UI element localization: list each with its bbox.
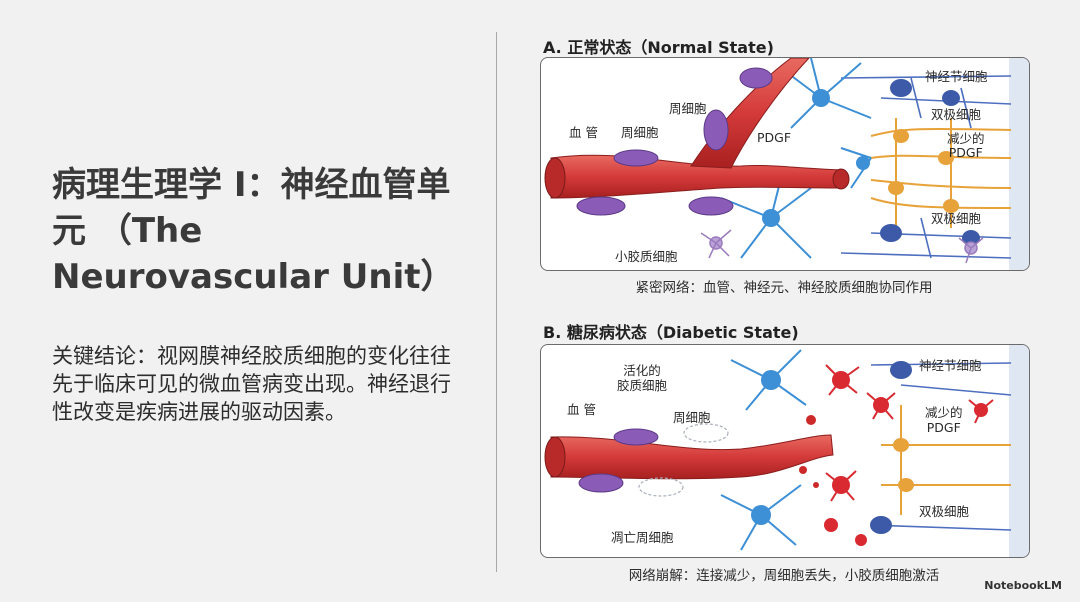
pericytes-b	[578, 428, 659, 493]
microglia	[700, 229, 984, 264]
label-reduced-pdgf-b: 减少的 PDGF	[925, 405, 963, 435]
panel-b-diagram: 血 管 活化的 胶质细胞 周细胞 神经节细胞 减少的 PDGF 双极细胞 凋亡周…	[540, 344, 1030, 558]
label-pericyte-top-a: 周细胞	[669, 101, 707, 116]
leakage	[799, 415, 819, 488]
glial-processes-b	[720, 349, 807, 551]
bipolar-cells	[888, 129, 959, 213]
label-reduced-pdgf-a: 减少的 PDGF	[947, 131, 985, 160]
panel-a-diagram: 血 管 周细胞 周细胞 PDGF 神经节细胞 双极细胞 减少的 PDGF 双极细…	[540, 57, 1030, 271]
label-ganglion-b: 神经节细胞	[919, 358, 982, 373]
ganglion-cells	[880, 79, 980, 246]
label-pericyte-left-a: 周细胞	[621, 125, 659, 140]
glial-cells	[762, 89, 870, 227]
activated-glial-cells	[751, 370, 781, 525]
bipolar-cells-b	[893, 438, 914, 492]
slide-title: 病理生理学 I：神经血管单元 （The Neurovascular Unit）	[52, 165, 455, 297]
label-ganglion-a: 神经节细胞	[925, 69, 988, 84]
label-pericyte-b: 周细胞	[673, 410, 711, 425]
ganglion-cells-b	[870, 361, 912, 534]
panel-b-caption: 网络崩解：连接减少，周细胞丢失，小胶质细胞激活	[628, 568, 940, 584]
lost-pericytes	[638, 423, 729, 497]
label-bipolar-b: 双极细胞	[919, 504, 970, 519]
label-vessel-b: 血 管	[567, 402, 596, 417]
notebooklm-logo: NotebookLM	[984, 579, 1062, 592]
label-dead-pericyte-b: 凋亡周细胞	[611, 530, 674, 545]
normal-state-illustration	[544, 58, 1029, 270]
panel-b-title: B. 糖尿病状态（Diabetic State)	[543, 323, 799, 342]
label-activated-glia-b: 活化的 胶质细胞	[617, 363, 668, 393]
panel-a-title: A. 正常状态（Normal State)	[543, 38, 774, 57]
blood-vessel-b	[550, 434, 834, 480]
label-vessel-a: 血 管	[569, 125, 598, 140]
glial-processes	[720, 58, 872, 259]
pericytes	[576, 67, 773, 216]
divider	[496, 32, 497, 572]
key-conclusion: 关键结论：视网膜神经胶质细胞的变化往往先于临床可见的微血管病变出现。神经退行性改…	[52, 344, 451, 424]
label-pdgf-a: PDGF	[757, 130, 792, 145]
panel-a-caption: 紧密网络：血管、神经元、神经胶质细胞协同作用	[635, 280, 933, 296]
label-microglia-a: 小胶质细胞	[615, 249, 678, 264]
label-bipolar-bottom-a: 双极细胞	[931, 211, 982, 226]
diabetic-state-illustration	[544, 345, 1029, 557]
label-bipolar-top-a: 双极细胞	[931, 107, 982, 122]
